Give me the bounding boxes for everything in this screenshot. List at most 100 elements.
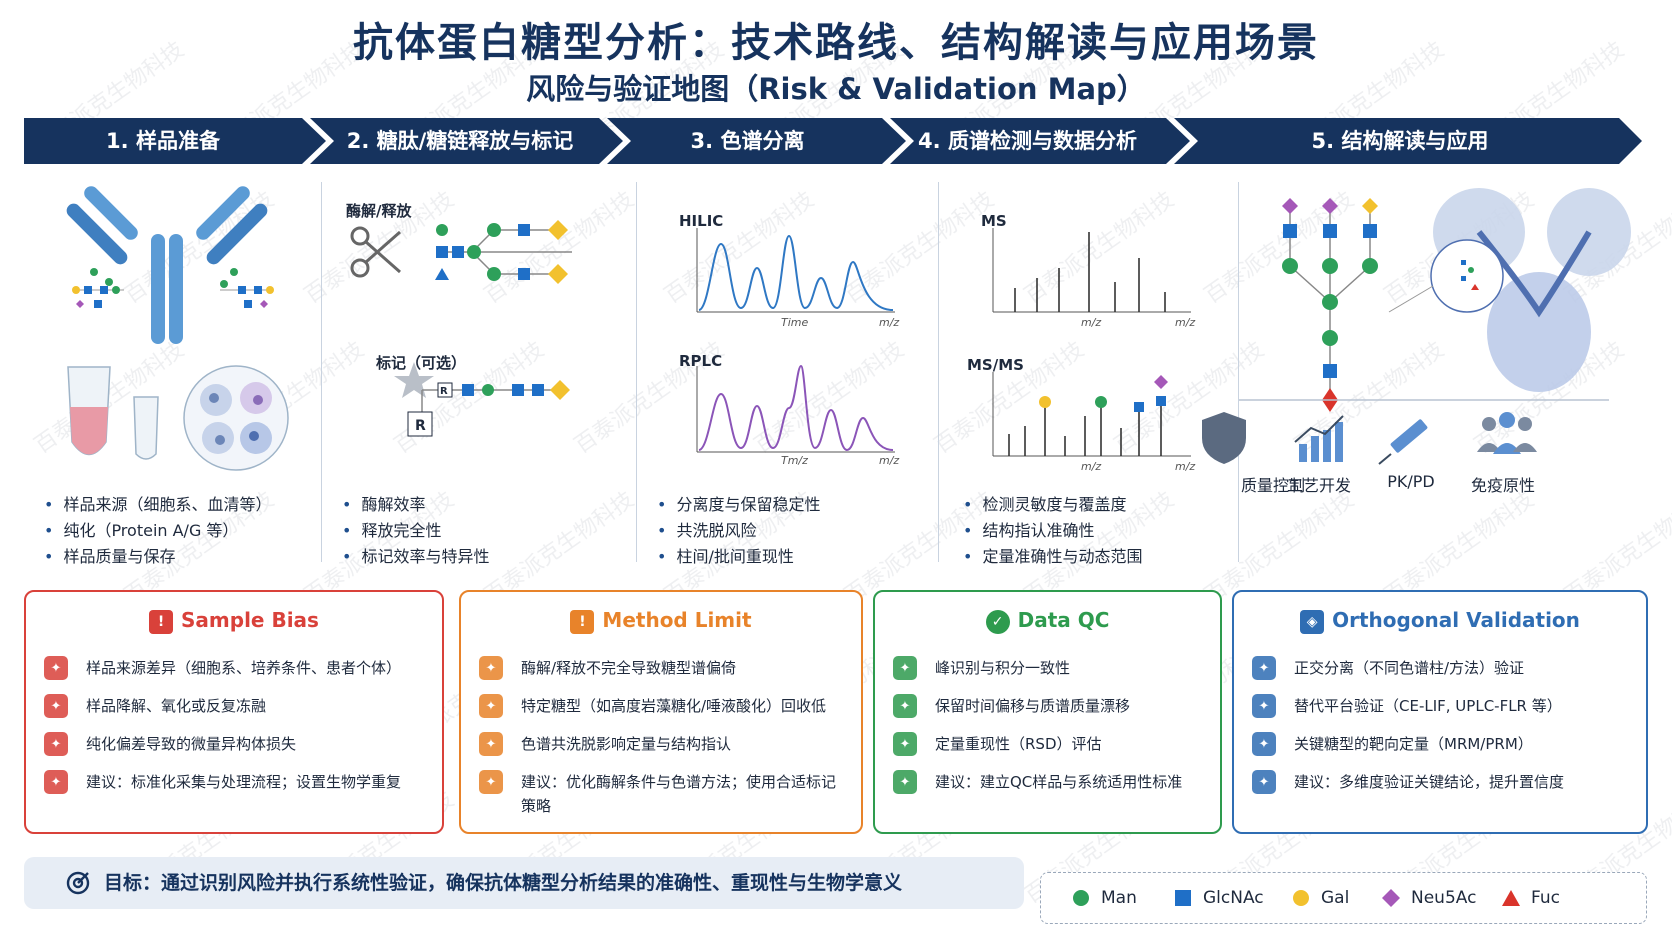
risk-item: ✦保留时间偏移与质谱质量漂移 bbox=[893, 694, 1202, 718]
legend-symbol-triangle-icon bbox=[1502, 890, 1520, 906]
app-immunogenicity: 免疫原性 bbox=[1470, 476, 1535, 495]
divider bbox=[321, 182, 322, 562]
risk-item: ✦建议：标准化采集与处理流程；设置生物学重复 bbox=[44, 770, 424, 794]
flask-icon: ! bbox=[570, 609, 595, 634]
risk-item-text: 峰识别与积分一致性 bbox=[935, 659, 1071, 677]
bullet: 定量准确性与动态范围 bbox=[963, 544, 1142, 570]
ms-x2-label: m/z bbox=[1175, 316, 1196, 329]
protein-structure-icon bbox=[1388, 188, 1631, 392]
bullet: 酶解效率 bbox=[342, 492, 489, 518]
chromatograms bbox=[696, 228, 895, 453]
legend: Man GlcNAc Gal Neu5Ac Fuc bbox=[1040, 872, 1647, 924]
msms-peaks bbox=[1008, 400, 1162, 456]
risk-item-text: 色谱共洗脱影响定量与结构指认 bbox=[521, 735, 732, 753]
risk-card-method-limit: !Method Limit✦酶解/释放不完全导致糖型谱偏倚✦特定糖型（如高度岩藻… bbox=[459, 590, 863, 834]
tag-letter: R bbox=[415, 418, 426, 434]
syringe-icon bbox=[1378, 419, 1428, 465]
rplc-label: RPLC bbox=[679, 352, 723, 370]
risk-item-icon: ✦ bbox=[479, 656, 503, 680]
divider bbox=[1238, 182, 1239, 562]
legend-label: GlcNAc bbox=[1203, 888, 1264, 908]
rplc-x-label: Tm/z bbox=[781, 454, 808, 467]
star-icon bbox=[394, 362, 434, 398]
bullet: 分离度与保留稳定性 bbox=[657, 492, 820, 518]
mass-spectra bbox=[992, 228, 1191, 457]
risk-item-icon: ✦ bbox=[44, 694, 68, 718]
panel1-bullets: 样品来源（细胞系、血清等） 纯化（Protein A/G 等） 样品质量与保存 bbox=[44, 492, 271, 570]
risk-item-icon: ✦ bbox=[893, 656, 917, 680]
risk-item: ✦ 峰识别与积分一致性 bbox=[893, 656, 1202, 680]
msms-x-label: m/z bbox=[1081, 460, 1102, 473]
step-2-label: 2. 糖肽/糖链释放与标记 bbox=[346, 129, 574, 153]
hilic-trace bbox=[698, 234, 894, 311]
glycan-icon-left bbox=[72, 268, 124, 308]
legend-symbol-circle-icon bbox=[1073, 890, 1089, 906]
msms-x2-label: m/z bbox=[1175, 460, 1196, 473]
divider bbox=[938, 182, 939, 562]
legend-label: Man bbox=[1101, 888, 1137, 908]
legend-label: Fuc bbox=[1531, 888, 1560, 908]
people-icon bbox=[1477, 412, 1537, 454]
risk-card-title: ✓ Data QC bbox=[875, 608, 1220, 634]
risk-item: ✦样品降解、氧化或反复冻融 bbox=[44, 694, 424, 718]
risk-item-text: 纯化偏差导致的微量异构体损失 bbox=[86, 735, 297, 753]
bullet: 样品来源（细胞系、血清等） bbox=[44, 492, 271, 518]
risk-item-text: 建议：建立QC样品与系统适用性标准 bbox=[935, 773, 1183, 791]
panel3-bullets: 分离度与保留稳定性 共洗脱风险 柱间/批间重现性 bbox=[657, 492, 820, 570]
risk-item: ✦色谱共洗脱影响定量与结构指认 bbox=[479, 732, 843, 756]
step-5-label: 5. 结构解读与应用 bbox=[1311, 129, 1489, 153]
risk-card-title: !Sample Bias bbox=[26, 608, 442, 634]
warning-icon: ! bbox=[149, 609, 174, 634]
risk-item-icon: ✦ bbox=[44, 656, 68, 680]
bullet: 标记效率与特异性 bbox=[342, 544, 489, 570]
risk-item-text: 建议：优化酶解条件与色谱方法；使用合适标记策略 bbox=[521, 773, 837, 815]
glycan-structure-icon bbox=[435, 220, 572, 284]
legend-symbol-circle-icon bbox=[1293, 890, 1309, 906]
ms-x-label: m/z bbox=[1081, 316, 1102, 329]
bullet: 结构指认准确性 bbox=[963, 518, 1142, 544]
risk-item: ✦ 样品来源差异（细胞系、培养条件、患者个体） bbox=[44, 656, 424, 680]
risk-item-text: 建议：多维度验证关键结论，提升置信度 bbox=[1294, 773, 1565, 791]
bullet: 纯化（Protein A/G 等） bbox=[44, 518, 271, 544]
panel-structure: 质量控制 工艺开发 PK/PD 免疫原性 bbox=[1202, 172, 1659, 564]
risk-card-title: ◈Orthogonal Validation bbox=[1234, 608, 1646, 634]
risk-item: ✦建议：优化酶解条件与色谱方法；使用合适标记策略 bbox=[479, 770, 843, 818]
risk-item-icon: ✦ bbox=[1252, 694, 1276, 718]
bullet: 样品质量与保存 bbox=[44, 544, 271, 570]
legend-label: Gal bbox=[1321, 888, 1350, 908]
tag-label: 标记（可选） bbox=[376, 354, 467, 372]
step-1-label: 1. 样品准备 bbox=[106, 129, 220, 153]
antibody-icon bbox=[66, 186, 268, 344]
risk-item: ✦关键糖型的靶向定量（MRM/PRM） bbox=[1252, 732, 1628, 756]
risk-item-text: 样品来源差异（细胞系、培养条件、患者个体） bbox=[86, 659, 402, 677]
risk-title-text: Data QC bbox=[1017, 608, 1110, 632]
step-3-label: 3. 色谱分离 bbox=[690, 129, 805, 153]
antibody-illustration bbox=[66, 186, 289, 471]
app-pk-pd: PK/PD bbox=[1387, 472, 1435, 491]
divider bbox=[636, 182, 637, 562]
bullet: 柱间/批间重现性 bbox=[657, 544, 820, 570]
rplc-trace bbox=[698, 364, 894, 452]
sample-tube-icon bbox=[67, 366, 159, 460]
shield-icon bbox=[1202, 412, 1246, 464]
risk-card-data-qc: ✓Data QC✦峰识别与积分一致性✦保留时间偏移与质谱质量漂移✦定量重现性（R… bbox=[873, 590, 1222, 834]
risk-item-text: 保留时间偏移与质谱质量漂移 bbox=[935, 697, 1131, 715]
risk-item-icon: ✦ bbox=[1252, 770, 1276, 794]
growth-chart-icon bbox=[1294, 415, 1344, 462]
msms-label: MS/MS bbox=[967, 356, 1024, 374]
release-label: 酶解/释放 bbox=[346, 202, 412, 220]
legend-label: Neu5Ac bbox=[1411, 888, 1477, 908]
check-circle-icon: ✓ bbox=[985, 609, 1010, 634]
legend-item-glcnac: GlcNAc bbox=[1173, 873, 1264, 923]
hilic-x-label: Time bbox=[781, 316, 809, 329]
risk-item-icon: ✦ bbox=[1252, 732, 1276, 756]
risk-item: ✦ 建议：建立QC样品与系统适用性标准 bbox=[893, 770, 1202, 794]
risk-item-icon: ✦ bbox=[1252, 656, 1276, 680]
goal-text: 目标：通过识别风险并执行系统性验证，确保抗体糖型分析结果的准确性、重现性与生物学… bbox=[104, 872, 903, 894]
goal-banner: 目标：通过识别风险并执行系统性验证，确保抗体糖型分析结果的准确性、重现性与生物学… bbox=[24, 857, 1024, 909]
structure-illustration bbox=[1202, 188, 1631, 465]
risk-card-orthogonal-validation: ◈Orthogonal Validation✦正交分离（不同色谱柱/方法）验证✦… bbox=[1232, 590, 1648, 834]
risk-item-icon: ✦ bbox=[893, 770, 917, 794]
risk-title-text: Method Limit bbox=[602, 608, 752, 632]
